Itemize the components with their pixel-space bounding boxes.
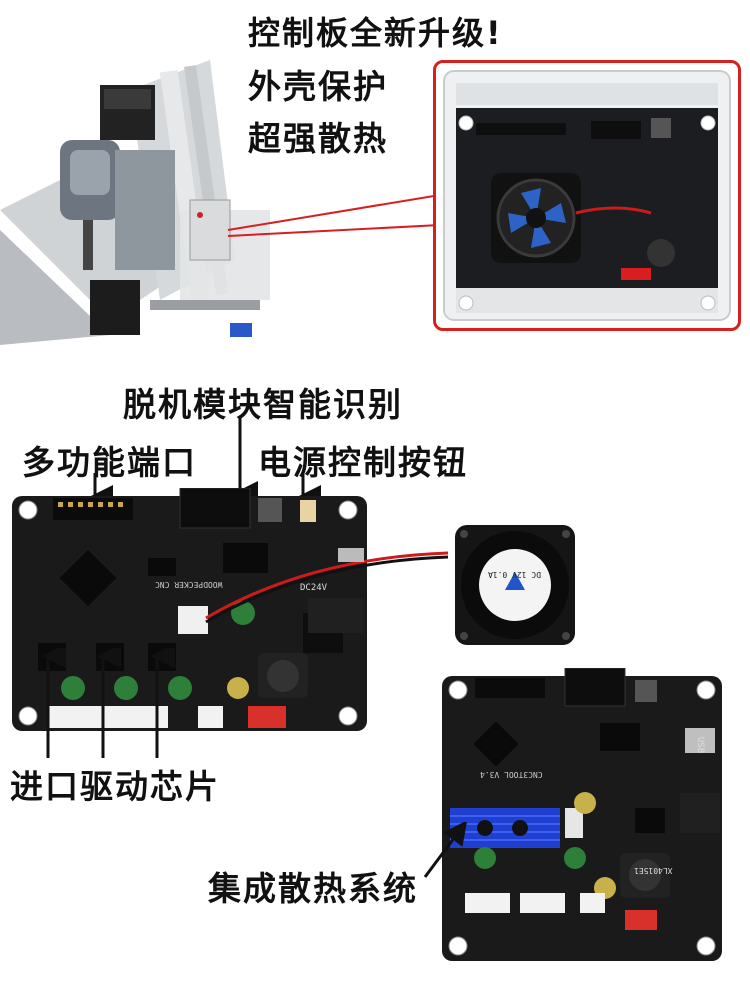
callout-offline-module: 脱机模块智能识别	[123, 385, 403, 424]
main-board-power-label: DC24V	[300, 583, 328, 593]
callout-arrows-top	[89, 417, 321, 509]
main-board-brand: WOODPECKER CNC	[155, 580, 223, 589]
callout-power-button: 电源控制按钮	[258, 443, 468, 482]
cooling-fan-photo	[455, 525, 575, 645]
heatsink-board-usb-label: USB	[695, 736, 706, 754]
heatsink-board-badge: XL4015E1	[634, 866, 673, 875]
enclosed-board-photo	[443, 70, 731, 321]
main-board-photo	[12, 488, 448, 731]
fan-label: DC 12V 0.1A	[488, 570, 541, 579]
feature-enclosure: 外壳保护	[248, 67, 388, 106]
callout-heat-system: 集成散热系统	[208, 869, 418, 908]
callout-arrow-heatsink	[423, 822, 468, 878]
callout-multi-port: 多功能端口	[22, 443, 197, 482]
headline: 控制板全新升级!	[248, 14, 503, 52]
callout-driver-chips: 进口驱动芯片	[10, 767, 220, 806]
cnc-machine-photo	[0, 0, 440, 345]
enclosure-inset	[433, 60, 741, 331]
feature-cooling: 超强散热	[248, 119, 388, 158]
heatsink-board-model: CNC3TOOL V3.4	[480, 770, 543, 779]
heatsink-board-photo	[442, 668, 722, 961]
callout-arrows-drivers	[42, 648, 175, 758]
